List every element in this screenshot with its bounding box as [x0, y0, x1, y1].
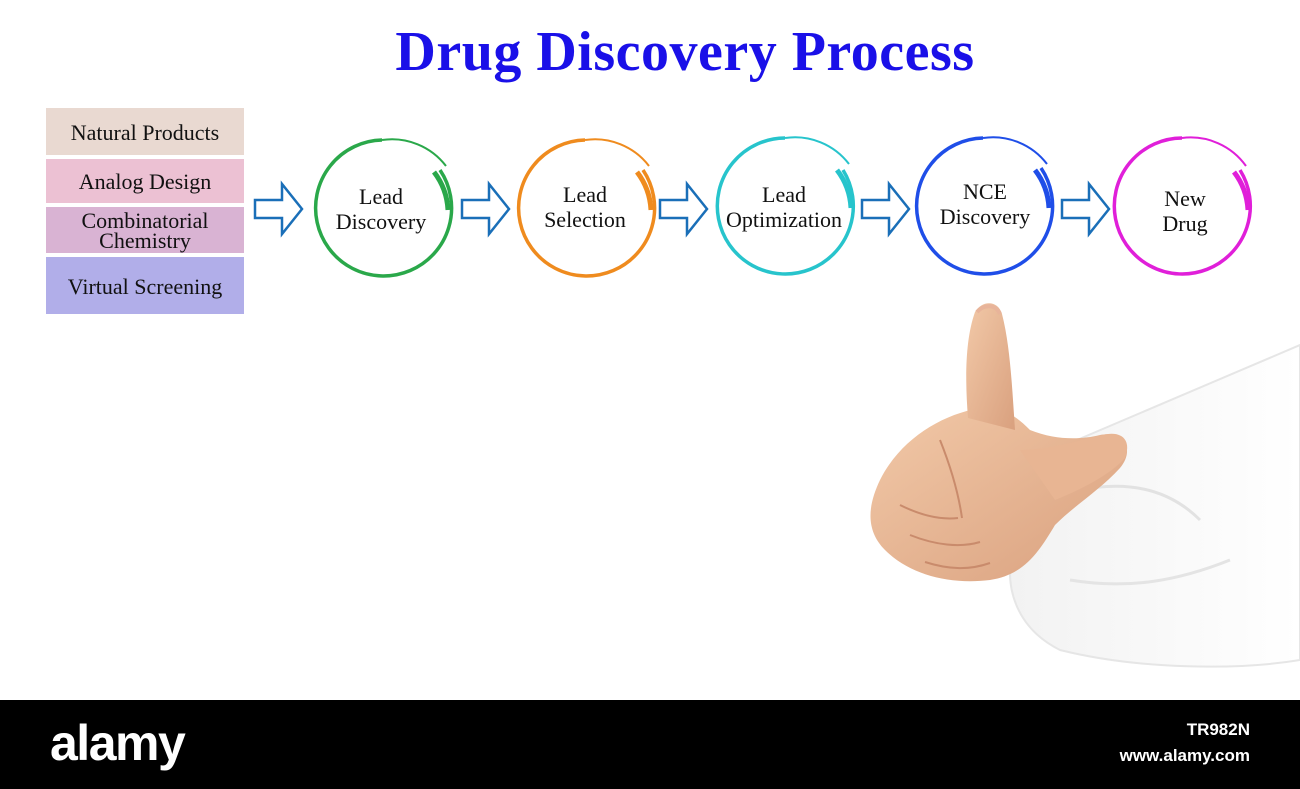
source-virtual-screening: Virtual Screening — [46, 257, 244, 314]
stage-new-drug: New Drug — [1124, 186, 1246, 236]
source-analog-design: Analog Design — [46, 159, 244, 203]
stage-line2: Optimization — [725, 207, 843, 232]
flow-arrow-1 — [253, 180, 304, 238]
stage-line1: Lead — [359, 184, 403, 209]
source-list: Natural Products Analog Design Combinato… — [46, 108, 244, 314]
stage-nce-discovery: NCE Discovery — [922, 179, 1048, 229]
stage-circle-nce-discovery — [914, 136, 1055, 276]
source-combinatorial-chemistry: Combinatorial Chemistry — [46, 207, 244, 253]
image-id: TR982N — [1186, 720, 1250, 739]
stage-lead-optimization: Lead Optimization — [716, 182, 852, 232]
stage-line1: NCE — [963, 179, 1007, 204]
stage-line2: Discovery — [335, 209, 427, 234]
stage-line2: Selection — [544, 207, 626, 232]
stage-circle-lead-discovery — [313, 138, 454, 278]
flow-arrow-4 — [860, 180, 911, 238]
flow-arrow-5 — [1060, 180, 1111, 238]
stage-line1: Lead — [563, 182, 607, 207]
stage-line1: Lead — [762, 182, 806, 207]
stage-line2: Discovery — [939, 204, 1031, 229]
footer-bar: alamy TR982N www.alamy.com — [0, 700, 1300, 789]
flow-arrow-2 — [460, 180, 511, 238]
footer-url: www.alamy.com — [1119, 746, 1250, 765]
alamy-logo: alamy — [50, 715, 186, 771]
stage-circle-new-drug — [1112, 136, 1253, 276]
stage-lead-discovery: Lead Discovery — [320, 184, 442, 234]
flow-arrow-3 — [658, 180, 709, 238]
stage-circle-lead-optimization — [715, 136, 856, 276]
pointing-hand-image — [870, 303, 1300, 668]
stage-circle-lead-selection — [516, 138, 657, 278]
stage-lead-selection: Lead Selection — [522, 182, 648, 232]
stage-line1: New — [1164, 186, 1206, 211]
process-flow — [253, 136, 1253, 278]
page-title: Drug Discovery Process — [395, 21, 975, 83]
source-natural-products: Natural Products — [46, 108, 244, 155]
stage-line2: Drug — [1162, 211, 1208, 236]
